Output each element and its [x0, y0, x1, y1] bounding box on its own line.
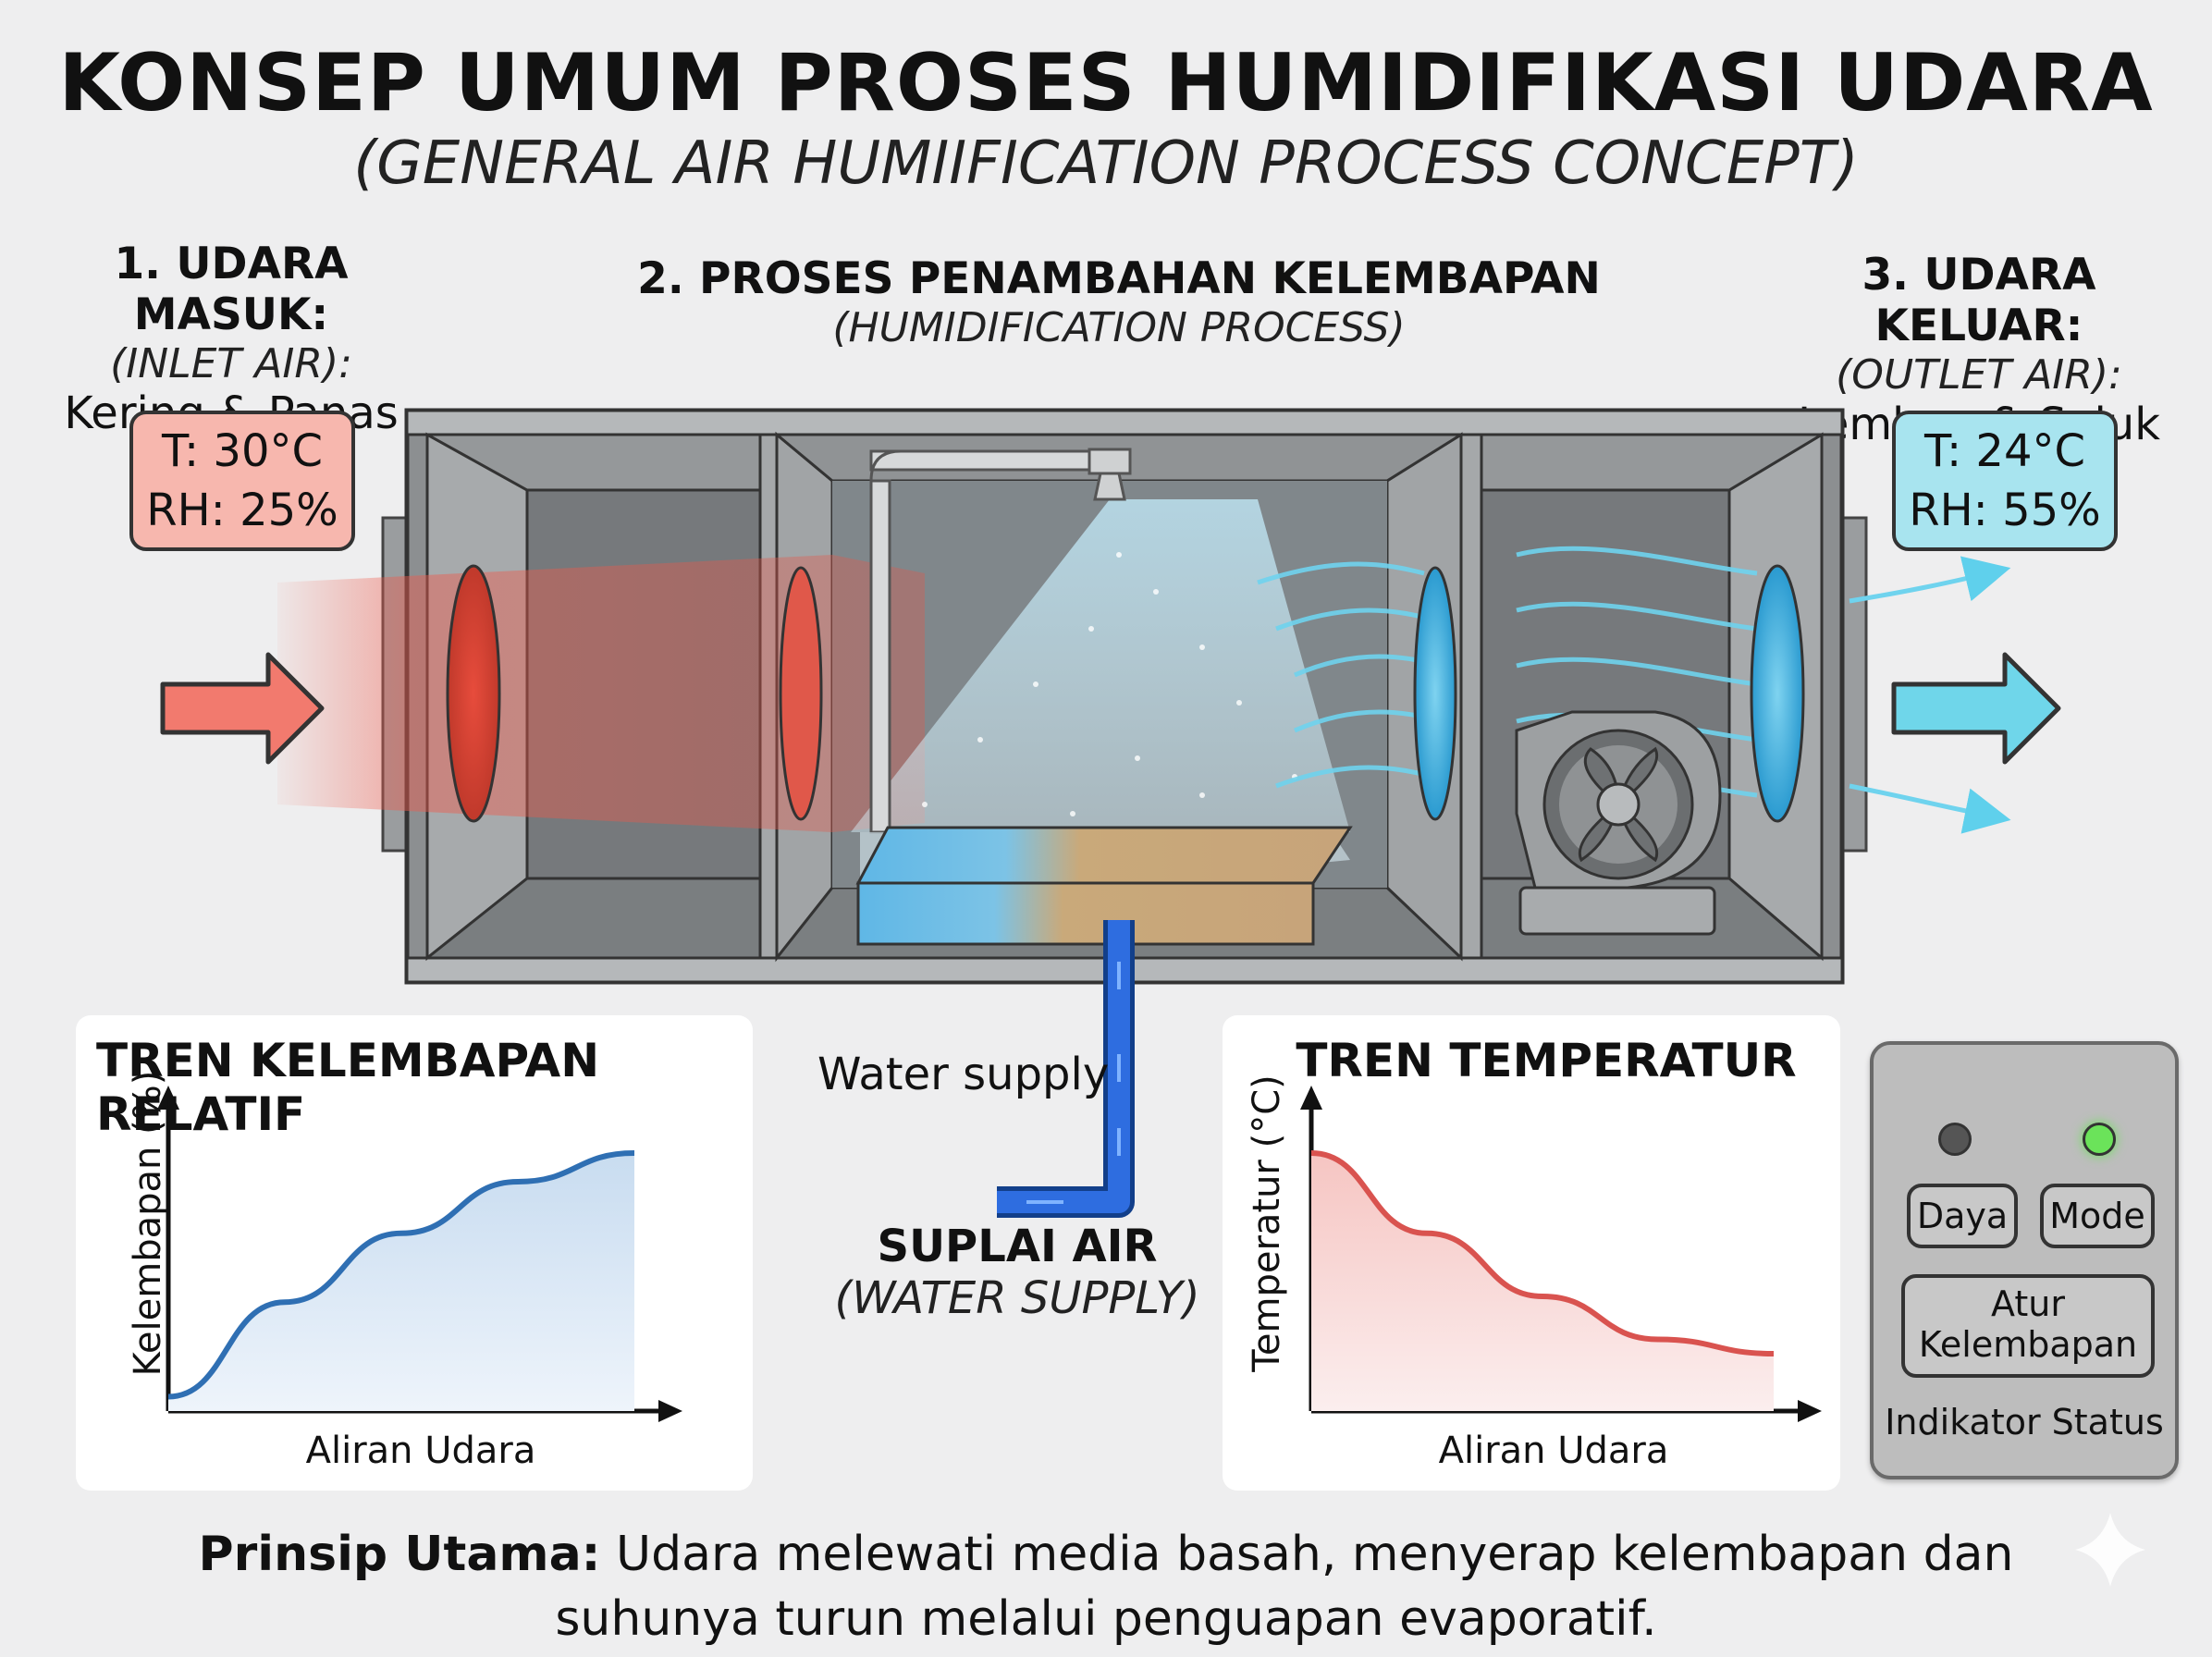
page-title: KONSEP UMUM PROSES HUMIDIFIKASI UDARA [58, 37, 2154, 129]
evaporative-media-pad [855, 826, 1353, 946]
water-supply-sub: (WATER SUPPLY) [834, 1272, 1200, 1324]
mode-led-icon [2083, 1123, 2116, 1156]
footer-bold: Prinsip Utama: [198, 1527, 601, 1582]
rh-chart-y-axis-arrow [157, 1086, 179, 1110]
outlet-arrow-icon [1891, 652, 2061, 765]
inlet-conditions-badge: T: 30°C RH: 25% [129, 411, 355, 551]
adjust-humidity-button[interactable]: Atur Kelembapan [1901, 1274, 2155, 1378]
outlet-sub: (OUTLET AIR): [1836, 351, 2122, 399]
inlet-sub: (INLET AIR): [110, 340, 352, 387]
water-supply-block: SUPLAI AIR (WATER SUPPLY) [814, 1221, 1221, 1324]
process-header: 2. PROSES PENAMBAHAN KELEMBAPAN (HUMIDIF… [592, 253, 1646, 351]
temp-chart-line [1310, 1150, 1775, 1356]
inlet-heading: 1. UDARA MASUK: [114, 239, 349, 340]
outlet-conditions-badge: T: 24°C RH: 55% [1892, 411, 2118, 551]
rh-chart-title: TREN KELEMBAPAN RELATIF [96, 1034, 600, 1141]
water-supply-label: Water supply [817, 1049, 1110, 1100]
outlet-rh: RH: 55% [1909, 485, 2101, 536]
status-indicator-label: Indikator Status [1885, 1402, 2164, 1442]
outlet-damper-mid [1413, 566, 1457, 821]
footer-line1: Udara melewati media basah, menyerap kel… [600, 1527, 2014, 1582]
inlet-rh: RH: 25% [146, 485, 338, 536]
outlet-airflow-arrows [1849, 556, 2011, 834]
temp-chart-area [1311, 1153, 1774, 1411]
water-mist [851, 499, 1350, 832]
spray-nozzle-icon [1093, 472, 1126, 501]
inlet-damper-mid [779, 566, 823, 821]
rh-chart-ylabel: Kelembapan (%) [127, 1070, 169, 1377]
sparkle-icon [2075, 1513, 2145, 1587]
page-subtitle: (GENERAL AIR HUMIIFICATION PROCESS CONCE… [353, 129, 1859, 198]
mode-button[interactable]: Mode [2040, 1184, 2155, 1248]
control-panel: Daya Mode Atur Kelembapan Indikator Stat… [1870, 1041, 2179, 1479]
temp-chart-title: TREN TEMPERATUR [1296, 1034, 1797, 1087]
power-led-icon [1938, 1123, 1972, 1156]
rh-chart-area [168, 1153, 634, 1411]
process-sub: (HUMIDIFICATION PROCESS) [832, 304, 1406, 351]
water-pipe [869, 448, 1132, 834]
process-heading: 2. PROSES PENAMBAHAN KELEMBAPAN [637, 253, 1601, 304]
temp-chart-x-axis-arrow [1798, 1400, 1822, 1422]
hot-air-flow [277, 555, 925, 832]
adjust-label-line1: Atur [1991, 1283, 2065, 1324]
outlet-heading: 3. UDARA KELUAR: [1862, 250, 2096, 351]
power-button[interactable]: Daya [1907, 1184, 2018, 1248]
temp-chart [1300, 1086, 1822, 1422]
footer-line2: suhunya turun melalui penguapan evaporat… [555, 1591, 1657, 1647]
temp-chart-xlabel: Aliran Udara [1438, 1430, 1669, 1472]
rh-chart-line [167, 1150, 635, 1400]
water-supply-heading: SUPLAI AIR [877, 1221, 1158, 1272]
footer-principle: Prinsip Utama: Udara melewati media basa… [0, 1522, 2212, 1651]
inlet-damper-left [446, 564, 501, 823]
water-supply-pipe [997, 920, 1135, 1218]
inlet-temp: T: 30°C [161, 425, 324, 477]
rh-chart-xlabel: Aliran Udara [305, 1430, 536, 1472]
outlet-damper-right [1750, 564, 1805, 823]
adjust-label-line2: Kelembapan [1918, 1324, 2138, 1365]
rh-chart-x-axis-arrow [658, 1400, 682, 1422]
temp-chart-ylabel: Temperatur (°C) [1246, 1074, 1288, 1372]
outlet-temp: T: 24°C [1923, 425, 2086, 477]
temp-chart-y-axis-arrow [1300, 1086, 1322, 1110]
rh-chart [157, 1086, 682, 1422]
inlet-arrow-icon [160, 652, 325, 765]
fan-icon [1515, 710, 1722, 936]
